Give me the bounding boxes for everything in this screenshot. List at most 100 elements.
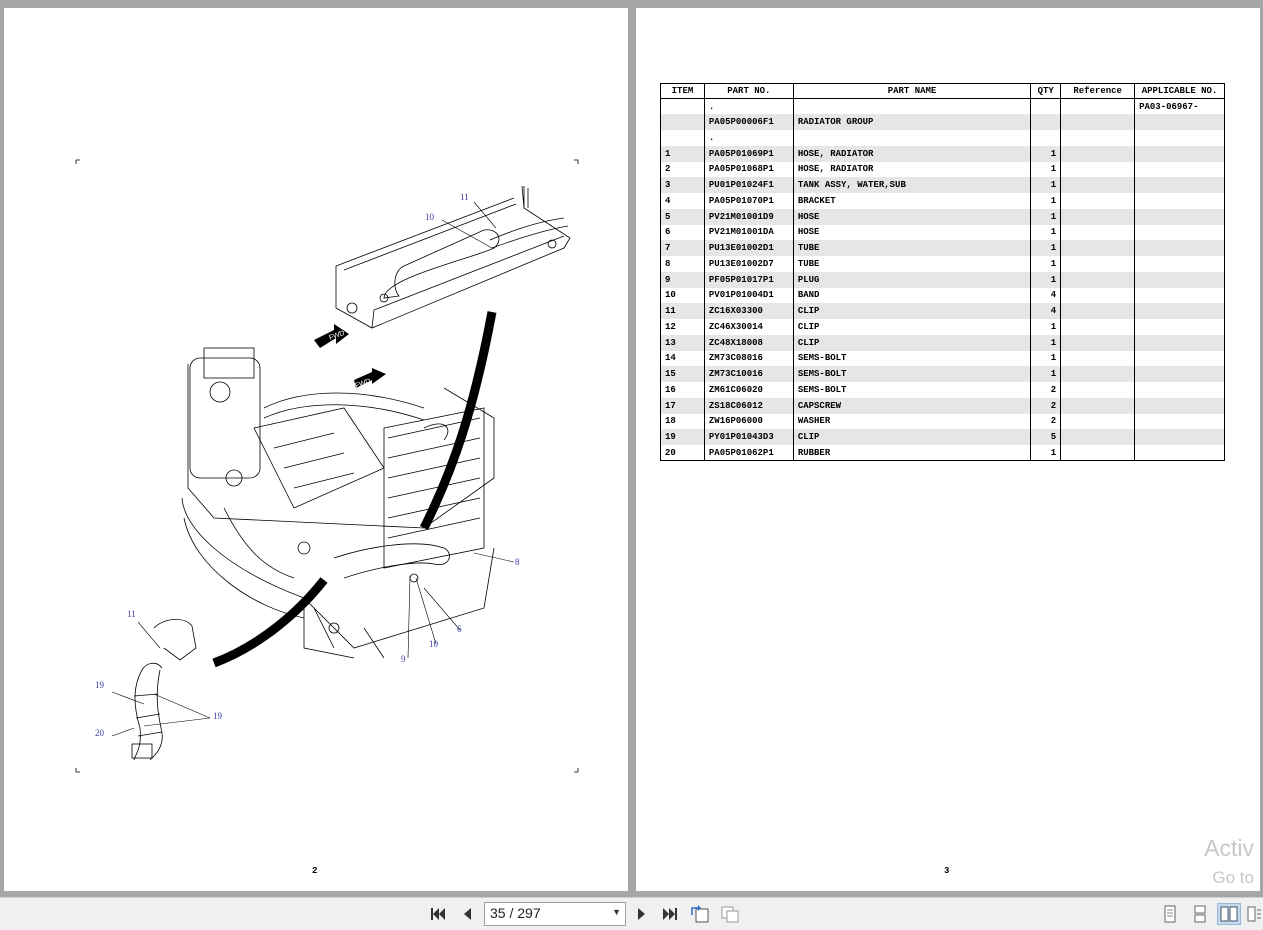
cell-applicable-no: [1134, 429, 1225, 445]
cell-applicable-no: [1134, 413, 1225, 430]
col-applicable-no: APPLICABLE NO.: [1134, 83, 1225, 99]
single-page-view-icon[interactable]: [1158, 903, 1182, 925]
cell-applicable-no: [1134, 366, 1225, 382]
cell-applicable-no: [1134, 397, 1225, 414]
callout-9: 9: [401, 654, 406, 664]
rotate-back-icon[interactable]: [720, 904, 740, 924]
cell-item: 13: [660, 334, 705, 351]
cell-reference: [1060, 130, 1136, 146]
cell-part-name: BRACKET: [792, 193, 1032, 209]
cell-qty: 1: [1030, 366, 1062, 382]
cell-part-name: SEMS-BOLT: [792, 366, 1032, 382]
parts-table-header: ITEM PART NO. PART NAME QTY Reference AP…: [660, 83, 1225, 99]
cell-part-name: HOSE: [792, 208, 1032, 225]
col-part-no: PART NO.: [703, 83, 794, 99]
previous-page-icon[interactable]: [457, 904, 477, 924]
cell-item: [660, 114, 705, 130]
cell-reference: [1060, 397, 1136, 414]
cell-item: 3: [660, 177, 705, 193]
cell-qty: 4: [1030, 287, 1062, 304]
continuous-view-icon[interactable]: [1188, 903, 1212, 925]
cell-part-name: TUBE: [792, 256, 1032, 272]
cell-item: 7: [660, 240, 705, 256]
cell-part-no: ZW16P06000: [703, 413, 794, 430]
activation-watermark-line2: Go to: [1212, 868, 1254, 887]
cell-applicable-no: PA03-06967-: [1134, 98, 1225, 115]
cell-item: 5: [660, 208, 705, 225]
cell-part-name: WASHER: [792, 413, 1032, 430]
cell-reference: [1060, 413, 1136, 430]
cell-applicable-no: [1134, 271, 1225, 288]
cell-reference: [1060, 256, 1136, 272]
cell-item: 1: [660, 145, 705, 162]
cell-item: [660, 130, 705, 146]
cell-part-no: ZS18C06012: [703, 397, 794, 414]
cell-qty: 1: [1030, 445, 1062, 462]
cell-reference: [1060, 145, 1136, 162]
cell-part-name: [792, 130, 1032, 146]
cell-item: 9: [660, 271, 705, 288]
cell-item: 10: [660, 287, 705, 304]
cell-part-no: PA05P01070P1: [703, 193, 794, 209]
cell-part-no: .: [703, 98, 794, 115]
cell-applicable-no: [1134, 130, 1225, 146]
cell-reference: [1060, 303, 1136, 319]
cell-part-no: PV21M01001DA: [703, 224, 794, 241]
cell-applicable-no: [1134, 193, 1225, 209]
cell-reference: [1060, 208, 1136, 225]
callout-20: 20: [95, 728, 105, 738]
cell-part-name: CLIP: [792, 303, 1032, 319]
cell-reference: [1060, 382, 1136, 398]
cell-applicable-no: [1134, 319, 1225, 335]
cell-part-no: PV21M01001D9: [703, 208, 794, 225]
cell-item: 18: [660, 413, 705, 430]
cell-part-no: ZC16X03300: [703, 303, 794, 319]
page-left: FWD FWD: [4, 8, 628, 891]
cell-part-no: ZC46X30014: [703, 319, 794, 335]
page-number-select[interactable]: 35 / 297 ▼: [484, 902, 626, 926]
cell-applicable-no: [1134, 145, 1225, 162]
cell-item: 14: [660, 350, 705, 367]
cell-part-name: RADIATOR GROUP: [792, 114, 1032, 130]
next-page-icon[interactable]: [632, 904, 652, 924]
cell-part-name: TUBE: [792, 240, 1032, 256]
callout-6: 6: [457, 624, 462, 634]
cell-reference: [1060, 161, 1136, 178]
viewer-toolbar: 35 / 297 ▼: [0, 897, 1263, 930]
cell-reference: [1060, 350, 1136, 367]
cell-qty: 1: [1030, 161, 1062, 178]
page-number-right: 3: [944, 866, 950, 876]
cell-part-name: CAPSCREW: [792, 397, 1032, 414]
cell-part-no: PF05P01017P1: [703, 271, 794, 288]
two-page-view-icon[interactable]: [1217, 903, 1241, 925]
rotate-icon[interactable]: [690, 904, 710, 924]
cell-part-no: PU01P01024F1: [703, 177, 794, 193]
cell-part-no: ZM73C08016: [703, 350, 794, 367]
first-page-icon[interactable]: [428, 904, 448, 924]
cell-qty: 1: [1030, 271, 1062, 288]
cell-reference: [1060, 271, 1136, 288]
cell-reference: [1060, 224, 1136, 241]
col-part-name: PART NAME: [792, 83, 1032, 99]
last-page-icon[interactable]: [660, 904, 680, 924]
more-view-icon[interactable]: [1245, 903, 1263, 925]
cell-part-name: RUBBER: [792, 445, 1032, 462]
cell-part-name: PLUG: [792, 271, 1032, 288]
callout-11-top: 11: [460, 192, 469, 202]
cell-part-name: SEMS-BOLT: [792, 350, 1032, 367]
cell-reference: [1060, 366, 1136, 382]
cell-qty: 5: [1030, 429, 1062, 445]
cell-reference: [1060, 98, 1136, 115]
cell-applicable-no: [1134, 287, 1225, 304]
callout-10-top: 10: [425, 212, 435, 222]
